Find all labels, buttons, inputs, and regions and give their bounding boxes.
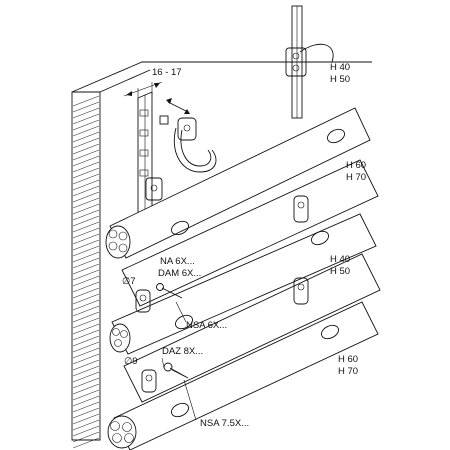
hatch-line xyxy=(72,149,100,161)
hatch-line xyxy=(72,371,100,383)
label-na: NA 6X... xyxy=(160,256,195,267)
hatch-line xyxy=(72,323,100,335)
hatch-line xyxy=(72,209,100,221)
hatch-line xyxy=(72,257,100,269)
pipe-end-top xyxy=(105,225,131,259)
label-nsa75: NSA 7.5X... xyxy=(200,418,249,429)
label-h40-bottom: H 40 xyxy=(330,254,350,265)
hatch-line xyxy=(72,251,100,263)
strut-channel xyxy=(137,91,163,219)
label-h60-top: H 60 xyxy=(346,160,366,171)
hatch-line xyxy=(72,305,100,317)
label-h60-bottom: H 60 xyxy=(338,354,358,365)
hatch-line xyxy=(72,293,100,305)
hatch-line xyxy=(72,131,100,143)
hatch-line xyxy=(72,299,100,311)
label-h40-top: H 40 xyxy=(330,62,350,73)
hatch-line xyxy=(72,221,100,233)
hatch-line xyxy=(72,425,100,437)
label-dia7: ∅7 xyxy=(122,276,136,287)
wall-hatching xyxy=(72,95,100,449)
hatch-line xyxy=(72,407,100,419)
wall xyxy=(71,61,372,449)
label-h50-bottom: H 50 xyxy=(330,266,350,277)
hatch-line xyxy=(72,125,100,137)
hatch-line xyxy=(72,107,100,119)
hatch-line xyxy=(72,263,100,275)
hatch-line xyxy=(72,419,100,431)
hatch-line xyxy=(72,173,100,185)
hatch-line xyxy=(72,353,100,365)
label-nsa6: NSA 6X... xyxy=(186,320,227,331)
loose-clamp xyxy=(159,98,217,173)
hatch-line xyxy=(72,431,100,443)
hatch-line xyxy=(72,95,100,107)
hatch-line xyxy=(72,365,100,377)
hatch-line xyxy=(72,185,100,197)
hatch-line xyxy=(72,233,100,245)
hatch-line xyxy=(72,317,100,329)
screws xyxy=(156,283,189,379)
hatch-line xyxy=(72,347,100,359)
hatch-line xyxy=(72,191,100,203)
hatch-line xyxy=(72,413,100,425)
hatch-line xyxy=(72,401,100,413)
hatch-line xyxy=(72,179,100,191)
hatch-line xyxy=(72,113,100,125)
hatch-line xyxy=(72,269,100,281)
pipe-clamps xyxy=(135,128,345,418)
hatch-line xyxy=(72,383,100,395)
hatch-line xyxy=(72,203,100,215)
hatch-line xyxy=(72,215,100,227)
hatch-line xyxy=(72,281,100,293)
hatch-line xyxy=(72,101,100,113)
hatch-line xyxy=(72,197,100,209)
hatch-line xyxy=(72,341,100,353)
hatch-line xyxy=(72,245,100,257)
hatch-line xyxy=(72,239,100,251)
label-dia9: ∅9 xyxy=(124,356,138,367)
label-h50-top: H 50 xyxy=(330,74,350,85)
hatch-line xyxy=(72,155,100,167)
hatch-line xyxy=(72,119,100,131)
hatch-line xyxy=(72,389,100,401)
hatch-line xyxy=(72,143,100,155)
hatch-line xyxy=(72,227,100,239)
pipe-end-middle xyxy=(109,323,131,353)
label-dam: DAM 6X... xyxy=(158,268,201,279)
hatch-line xyxy=(72,437,100,449)
label-h70-bottom: H 70 xyxy=(338,366,358,377)
pipes xyxy=(109,107,381,450)
dimension-label: 16 - 17 xyxy=(152,67,182,78)
leader-lines xyxy=(161,301,197,421)
label-daz: DAZ 8X... xyxy=(162,346,203,357)
hatch-line xyxy=(72,287,100,299)
hatch-line xyxy=(72,137,100,149)
hatch-line xyxy=(72,395,100,407)
hatch-line xyxy=(72,161,100,173)
pipe-end-bottom xyxy=(107,415,137,449)
top-right-clip xyxy=(285,5,334,119)
hatch-line xyxy=(72,311,100,323)
hatch-line xyxy=(72,275,100,287)
label-h70-top: H 70 xyxy=(346,172,366,183)
dimension-marker: 16 - 17 xyxy=(123,67,182,100)
hatch-line xyxy=(72,329,100,341)
hatch-line xyxy=(72,167,100,179)
hatch-line xyxy=(72,359,100,371)
hatch-line xyxy=(72,335,100,347)
hatch-line xyxy=(72,377,100,389)
